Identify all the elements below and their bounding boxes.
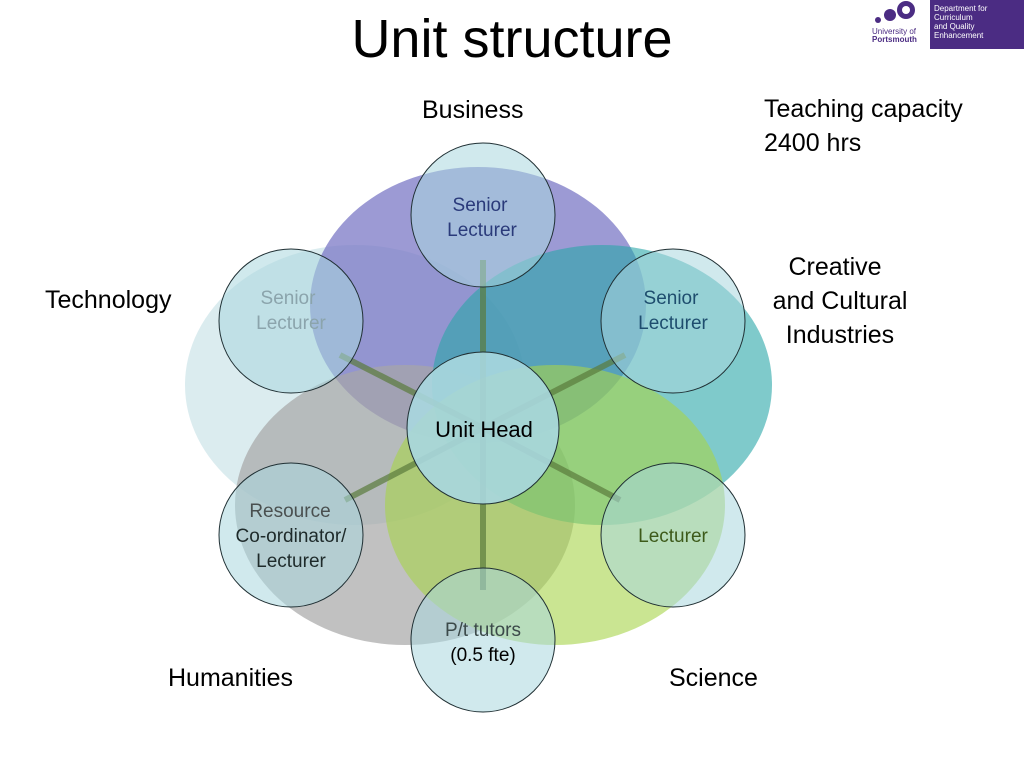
node-lower-left	[218, 462, 364, 608]
right-role-line2: Lecturer	[638, 313, 708, 334]
node-right	[600, 248, 746, 394]
capacity-label: Teaching capacity	[764, 95, 963, 123]
top-role-line2: Lecturer	[447, 220, 517, 241]
lower-left-role-line3: Lecturer	[256, 551, 326, 572]
domain-label-business: Business	[422, 96, 524, 124]
bottom-role-line1: P/t tutors	[445, 620, 521, 641]
domain-label-creative: Creative and Cultural Industries	[772, 253, 908, 349]
top-role-line1: Senior	[453, 195, 509, 216]
node-left	[218, 248, 364, 394]
university-name: University of Portsmouth	[872, 27, 917, 44]
left-role-line1: Senior	[261, 288, 317, 309]
right-role-line1: Senior	[644, 288, 700, 309]
domain-label-science: Science	[669, 664, 758, 692]
lower-left-role-line2: Co-ordinator/	[236, 526, 348, 547]
domain-label-humanities: Humanities	[168, 664, 294, 692]
university-logo: University of Portsmouth Department for …	[870, 0, 1024, 52]
capacity-value: 2400 hrs	[764, 129, 862, 157]
slide-title: Unit structure	[351, 9, 673, 69]
department-badge: Department for Curriculum and Quality En…	[930, 0, 1024, 49]
bottom-role-line2: (0.5 fte)	[450, 645, 515, 666]
left-role-line2: Lecturer	[256, 313, 326, 334]
university-mark: University of Portsmouth	[870, 0, 930, 52]
domain-label-technology: Technology	[45, 286, 172, 314]
teaching-capacity: Teaching capacity 2400 hrs	[764, 92, 963, 160]
node-top	[410, 142, 556, 288]
node-lower-right	[600, 462, 746, 608]
lower-left-role-line1: Resource	[249, 501, 330, 522]
node-center	[406, 351, 560, 505]
lower-right-role: Lecturer	[638, 526, 708, 547]
node-bottom	[410, 567, 556, 713]
center-role: Unit Head	[435, 417, 533, 442]
logo-dots-icon	[875, 1, 915, 23]
